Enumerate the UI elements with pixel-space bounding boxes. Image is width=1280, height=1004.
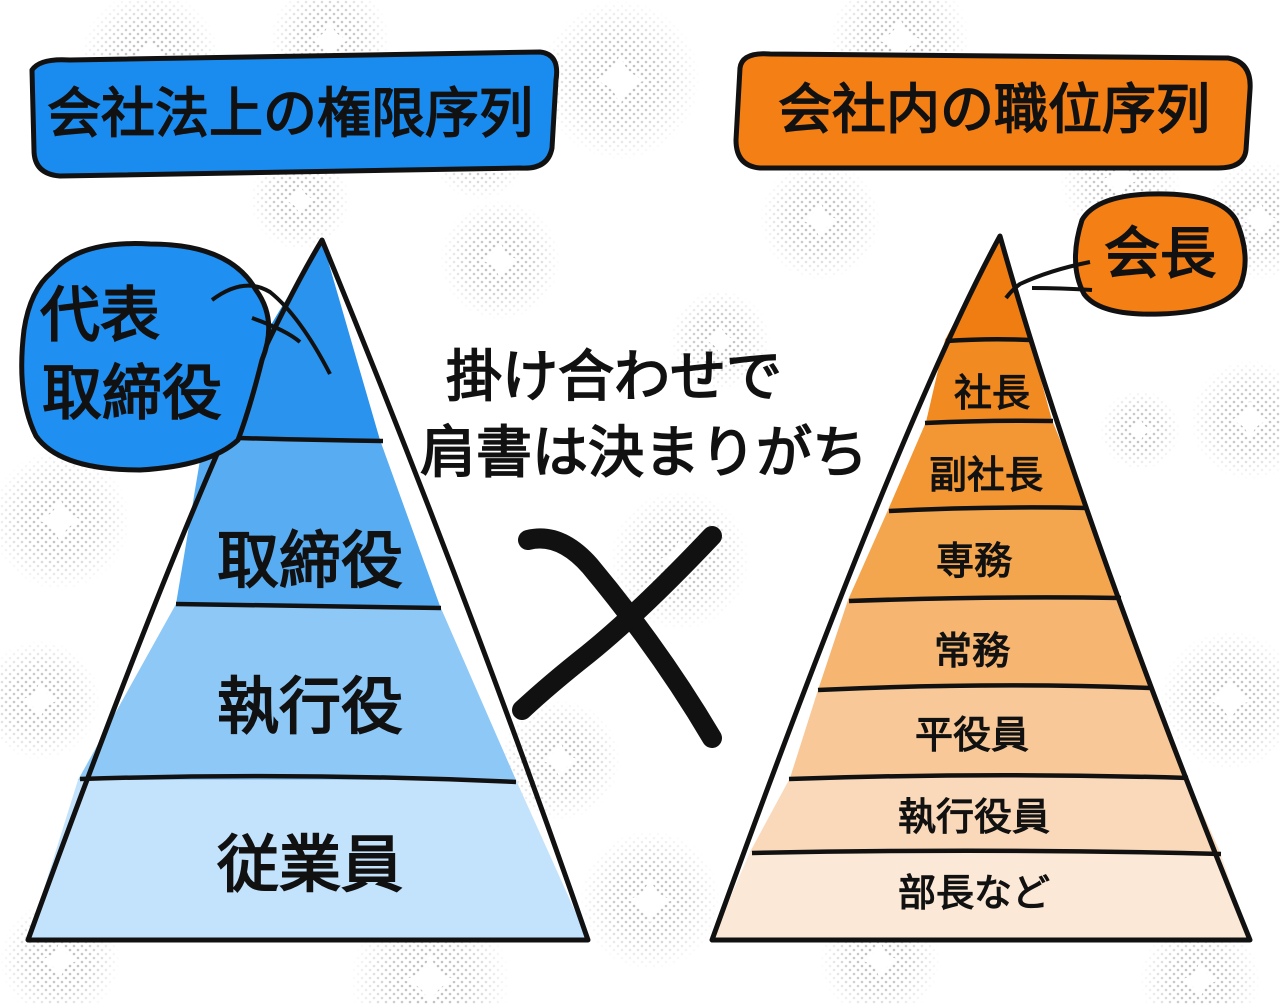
tier-department-head: 部長など [898,871,1050,915]
sparkle-1 [309,19,351,61]
chairman-bubble: 会長 [1004,191,1248,317]
caption-line-2: 肩書は決まりがち [420,421,868,486]
tier-employee: 従業員 [216,828,403,901]
sparkle-6 [479,239,521,281]
left-title: 会社法上の権限序列 [47,82,533,145]
sparkle-19 [1239,199,1280,241]
sparkle-11 [1229,399,1271,441]
caption-line-1: 掛け合わせで [446,345,782,410]
tier-vice-president: 副社長 [929,453,1044,497]
bubble-line-1: 代表 [39,281,160,351]
sparkle-20 [19,679,61,721]
sparkle-17 [539,739,581,781]
sparkle-2 [592,52,648,108]
sparkle-14 [39,939,81,981]
tier-president: 社長 [954,371,1031,415]
sparkle-12 [1205,675,1255,725]
tier-senior-managing-director: 専務 [936,539,1013,583]
left-title-banner: 会社法上の権限序列 [29,49,560,179]
position-pyramid: 社長 副社長 専務 常務 平役員 執行役員 部長など [709,233,1253,943]
sparkle-3 [875,15,925,65]
center-caption: 掛け合わせで 肩書は決まりがち [420,345,868,486]
sparkle-8 [402,952,458,1004]
tier-managing-director: 常務 [934,629,1011,673]
right-title: 会社内の職位序列 [778,78,1210,141]
bubble-line-2: 取締役 [42,359,222,429]
multiply-cross: × [512,526,722,748]
sparkle-16 [282,182,318,218]
right-title-banner: 会社内の職位序列 [733,51,1253,171]
representative-director-bubble: 代表 取締役 [19,241,332,473]
tier-executive-officer: 執行役 [217,670,403,743]
tier-executive-officer-member: 執行役員 [898,795,1050,839]
sparkle-10 [859,939,901,981]
chairman-label: 会長 [1104,222,1217,287]
sparkle-21 [702,322,738,358]
sparkle-23 [1126,416,1154,444]
tier-director: 取締役 [217,524,403,597]
sparkle-4 [1099,159,1141,201]
sparkle-9 [625,875,675,925]
tier-ordinary-director: 平役員 [915,713,1029,757]
sparkle-13 [1179,959,1221,1001]
sparkle-5 [35,495,85,545]
sparkle-15 [799,199,841,241]
